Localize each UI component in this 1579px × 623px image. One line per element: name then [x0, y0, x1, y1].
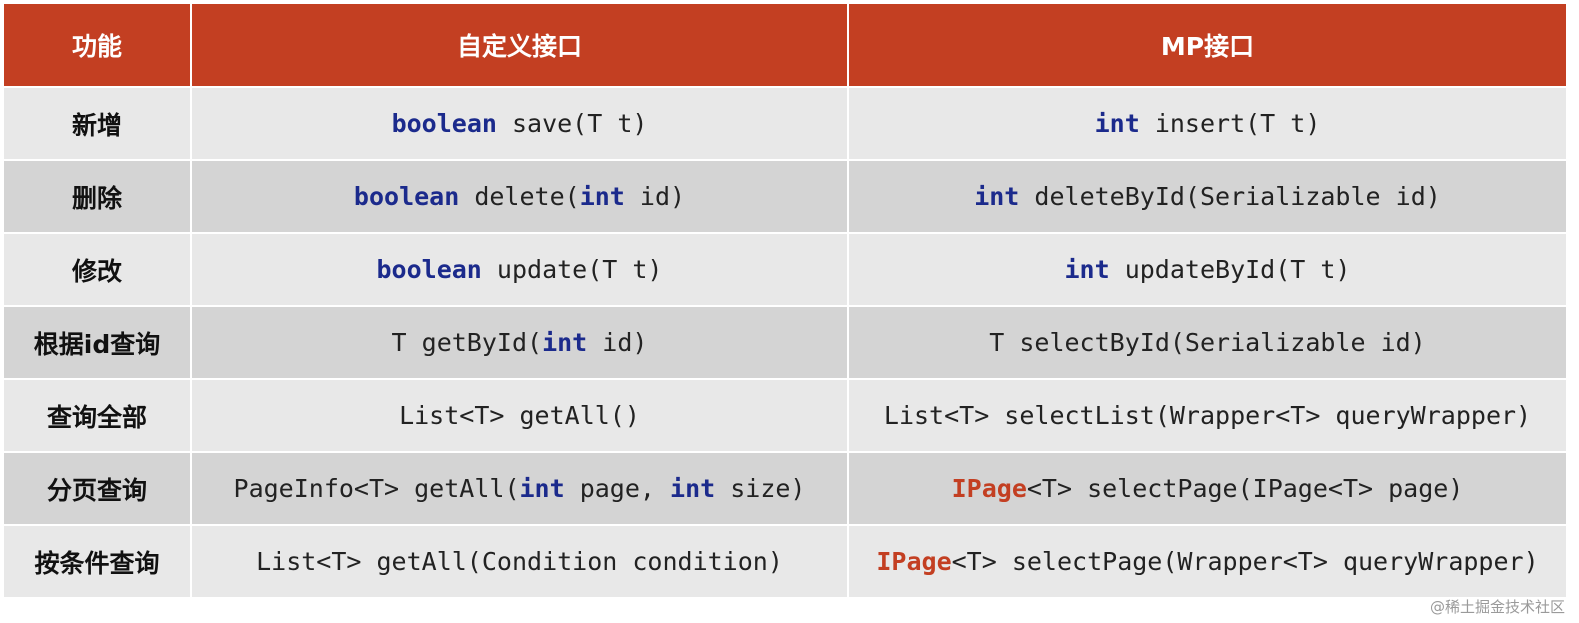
custom-interface-cell: boolean delete(int id) [191, 159, 849, 233]
table-header: 功能 自定义接口 MP接口 [4, 4, 1566, 87]
function-cell: 分页查询 [4, 451, 192, 525]
function-cell: 新增 [4, 86, 192, 160]
custom-interface-cell: List<T> getAll() [191, 378, 849, 452]
custom-interface-cell: T getById(int id) [191, 305, 849, 379]
code-text: PageInfo<T> getAll( [233, 474, 520, 503]
function-cell: 按条件查询 [4, 524, 192, 597]
watermark: @稀土掘金技术社区 [1429, 598, 1565, 616]
header-custom-interface: 自定义接口 [191, 4, 849, 87]
mp-interface-cell: int insert(T t) [848, 86, 1566, 160]
code-text: T getById( [391, 328, 543, 357]
code-text: deleteById(Serializable id) [1019, 182, 1441, 211]
code-text: T selectById(Serializable id) [989, 328, 1426, 357]
header-mp-interface: MP接口 [848, 4, 1566, 87]
code-text: <T> selectPage(IPage<T> page) [1026, 474, 1464, 503]
code-keyword: int [1064, 255, 1110, 284]
mp-interface-cell: List<T> selectList(Wrapper<T> queryWrapp… [848, 378, 1566, 452]
code-text: updateById(T t) [1109, 255, 1351, 284]
mp-interface-cell: int updateById(T t) [848, 232, 1566, 306]
code-highlight: IPage [951, 474, 1027, 503]
header-function: 功能 [4, 4, 192, 87]
mp-interface-cell: IPage<T> selectPage(Wrapper<T> queryWrap… [848, 524, 1566, 597]
code-highlight: IPage [876, 547, 952, 576]
table-row: 查询全部 List<T> getAll() List<T> selectList(W… [4, 378, 1566, 452]
code-keyword: int [542, 328, 588, 357]
code-text: List<T> getAll() [399, 401, 640, 430]
header-row: 功能 自定义接口 MP接口 [4, 4, 1566, 87]
custom-interface-cell: PageInfo<T> getAll(int page, int size) [191, 451, 849, 525]
code-keyword: boolean [353, 182, 460, 211]
code-keyword: boolean [391, 109, 497, 138]
function-cell: 查询全部 [4, 378, 192, 452]
code-text: <T> selectPage(Wrapper<T> queryWrapper) [951, 547, 1539, 576]
mp-interface-cell: T selectById(Serializable id) [848, 305, 1566, 379]
code-text: id) [587, 328, 648, 357]
code-text: save(T t) [496, 109, 648, 138]
code-text: List<T> getAll(Condition condition) [256, 547, 783, 576]
code-text: delete( [459, 182, 580, 211]
code-keyword: int [974, 182, 1020, 211]
table-row: 按条件查询 List<T> getAll(Condition condition)… [4, 524, 1566, 597]
code-text: insert(T t) [1139, 109, 1321, 138]
code-text: update(T t) [481, 255, 663, 284]
code-keyword: int [519, 474, 565, 503]
function-cell: 根据id查询 [4, 305, 192, 379]
code-text: page, [564, 474, 671, 503]
code-text: size) [715, 474, 806, 503]
code-keyword: int [1094, 109, 1140, 138]
code-text: List<T> selectList(Wrapper<T> queryWrapp… [883, 401, 1532, 430]
custom-interface-cell: boolean save(T t) [191, 86, 849, 160]
code-keyword: int [670, 474, 716, 503]
mp-interface-cell: int deleteById(Serializable id) [848, 159, 1566, 233]
custom-interface-cell: boolean update(T t) [191, 232, 849, 306]
function-cell: 删除 [4, 159, 192, 233]
custom-interface-cell: List<T> getAll(Condition condition) [191, 524, 849, 597]
function-cell: 修改 [4, 232, 192, 306]
code-text: id) [624, 182, 686, 211]
mp-interface-cell: IPage<T> selectPage(IPage<T> page) [848, 451, 1566, 525]
code-keyword: boolean [376, 255, 482, 284]
code-keyword: int [579, 182, 625, 211]
